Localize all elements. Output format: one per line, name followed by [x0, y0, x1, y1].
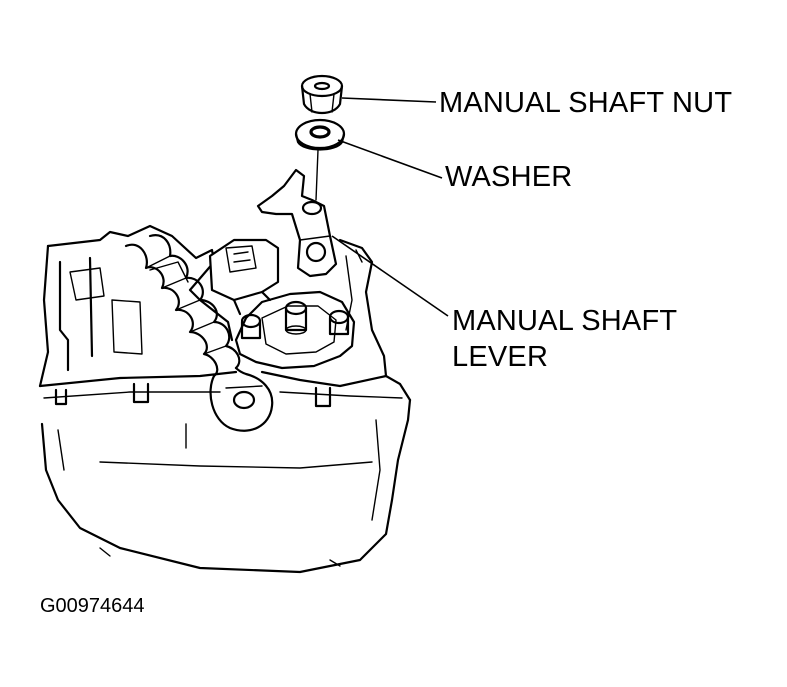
washer-icon	[294, 118, 346, 151]
figure-id: G00974644	[40, 595, 145, 617]
label-washer: WASHER	[445, 161, 572, 193]
switch-bolt-left-icon	[240, 313, 262, 340]
shift-cable	[124, 234, 274, 432]
transmission-case	[38, 224, 412, 574]
label-manual-shaft-nut: MANUAL SHAFT NUT	[439, 87, 732, 119]
leader-manual-shaft-lever	[331, 235, 449, 317]
manual-shaft-lever	[256, 168, 338, 278]
neutral-start-switch	[208, 238, 356, 370]
manual-shaft-icon	[284, 300, 308, 335]
assembly-axis	[315, 149, 319, 201]
switch-bolt-right-icon	[328, 309, 350, 336]
leader-manual-shaft-nut	[341, 97, 437, 103]
leader-washer	[337, 139, 443, 179]
manual-shaft-nut-icon	[300, 74, 344, 115]
flange-bolt-icon	[54, 382, 332, 408]
label-manual-shaft-lever-line2: LEVER	[452, 341, 548, 373]
label-manual-shaft-lever-line1: MANUAL SHAFT	[452, 305, 677, 337]
